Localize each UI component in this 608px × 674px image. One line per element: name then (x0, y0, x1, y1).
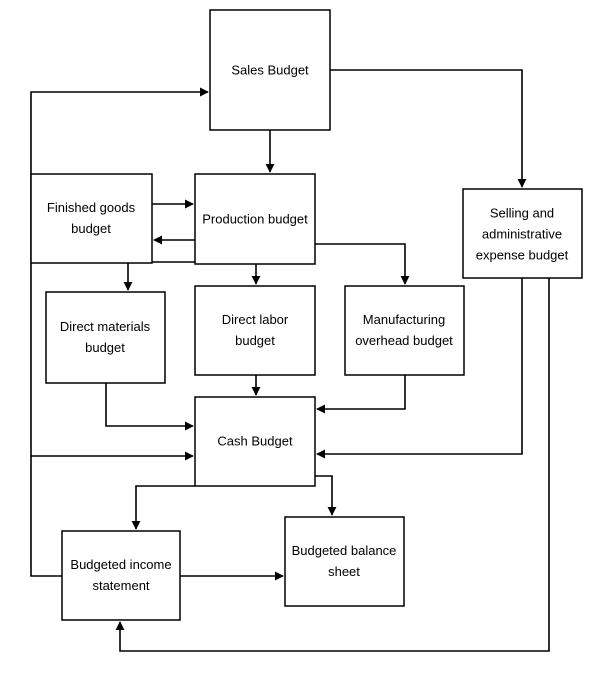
node-finished-goods-budget: Finished goods budget (30, 173, 153, 264)
node-direct-labor-budget: Direct labor budget (194, 285, 316, 376)
arrow-sales-to-selling-admin (330, 69, 527, 188)
arrow-cash-to-income (131, 485, 195, 530)
node-label-line: Cash Budget (217, 434, 293, 449)
arrow-production-to-mfg-overhead (315, 243, 410, 285)
node-mfg-overhead-budget: Manufacturing overhead budget (344, 285, 465, 376)
node-label: Budgeted balance sheet (292, 543, 397, 579)
node-label: Sales Budget (231, 63, 309, 78)
node-label-line: Production budget (202, 212, 308, 227)
node-label-line: budget (235, 333, 275, 348)
node-budgeted-income-statement: Budgeted income statement (61, 530, 181, 621)
node-label-line: sheet (328, 564, 360, 579)
node-label: Manufacturing overhead budget (355, 312, 453, 348)
node-label-line: Manufacturing (363, 312, 445, 327)
node-label-line: budget (85, 340, 125, 355)
arrow-income-to-sales (30, 87, 209, 577)
node-budgeted-balance-sheet: Budgeted balance sheet (284, 516, 405, 607)
connectors (30, 69, 550, 652)
arrow-production-to-direct-materials (123, 261, 195, 291)
node-label: Finished goods budget (47, 200, 136, 236)
node-label-line: Selling and (490, 206, 554, 221)
node-label-line: budget (71, 221, 111, 236)
node-direct-materials-budget: Direct materials budget (45, 291, 166, 384)
node-cash-budget: Cash Budget (194, 396, 316, 487)
node-label-line: Finished goods (47, 200, 136, 215)
node-label: Selling and administrative expense budget (476, 206, 569, 263)
arrow-selling-admin-to-cash (316, 278, 523, 459)
node-label-line: expense budget (476, 248, 569, 263)
node-label-line: Budgeted income (70, 557, 171, 572)
arrow-mfg-overhead-to-cash (316, 375, 406, 414)
node-label-line: overhead budget (355, 333, 453, 348)
node-label-line: Sales Budget (231, 63, 309, 78)
node-selling-admin-budget: Selling and administrative expense budget (462, 188, 583, 279)
node-label-line: Direct labor (222, 312, 289, 327)
node-label: Production budget (202, 212, 308, 227)
arrow-selling-admin-to-income (115, 278, 550, 652)
node-label: Direct materials budget (60, 319, 151, 355)
node-label: Budgeted income statement (70, 557, 171, 593)
node-label: Cash Budget (217, 434, 293, 449)
node-sales-budget: Sales Budget (209, 9, 331, 131)
node-production-budget: Production budget (194, 173, 316, 265)
node-label: Direct labor budget (222, 312, 289, 348)
node-label-line: Direct materials (60, 319, 151, 334)
node-label-line: statement (92, 578, 149, 593)
node-label-line: administrative (482, 227, 562, 242)
arrow-cash-to-balance (315, 475, 337, 516)
arrow-direct-materials-to-cash (105, 383, 194, 431)
node-label-line: Budgeted balance (292, 543, 397, 558)
